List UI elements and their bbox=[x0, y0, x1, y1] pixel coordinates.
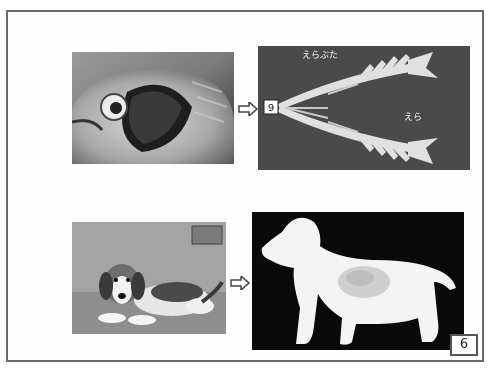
fish-head-photo bbox=[72, 52, 234, 164]
page-number: 6 bbox=[450, 334, 478, 356]
diagram-box-label: 9 bbox=[268, 103, 274, 114]
diagram-top-label: えらぶた bbox=[302, 50, 338, 61]
fish-gill-diagram: 9 えらぶた えら bbox=[258, 46, 470, 170]
figure-frame: 9 えらぶた えら bbox=[6, 10, 484, 362]
dog-lungs-silhouette bbox=[252, 212, 464, 350]
right-arrow-icon bbox=[230, 275, 250, 294]
diagram-bottom-label: えら bbox=[404, 112, 422, 123]
right-arrow-icon bbox=[238, 101, 258, 120]
beagle-dog-photo bbox=[72, 222, 226, 334]
